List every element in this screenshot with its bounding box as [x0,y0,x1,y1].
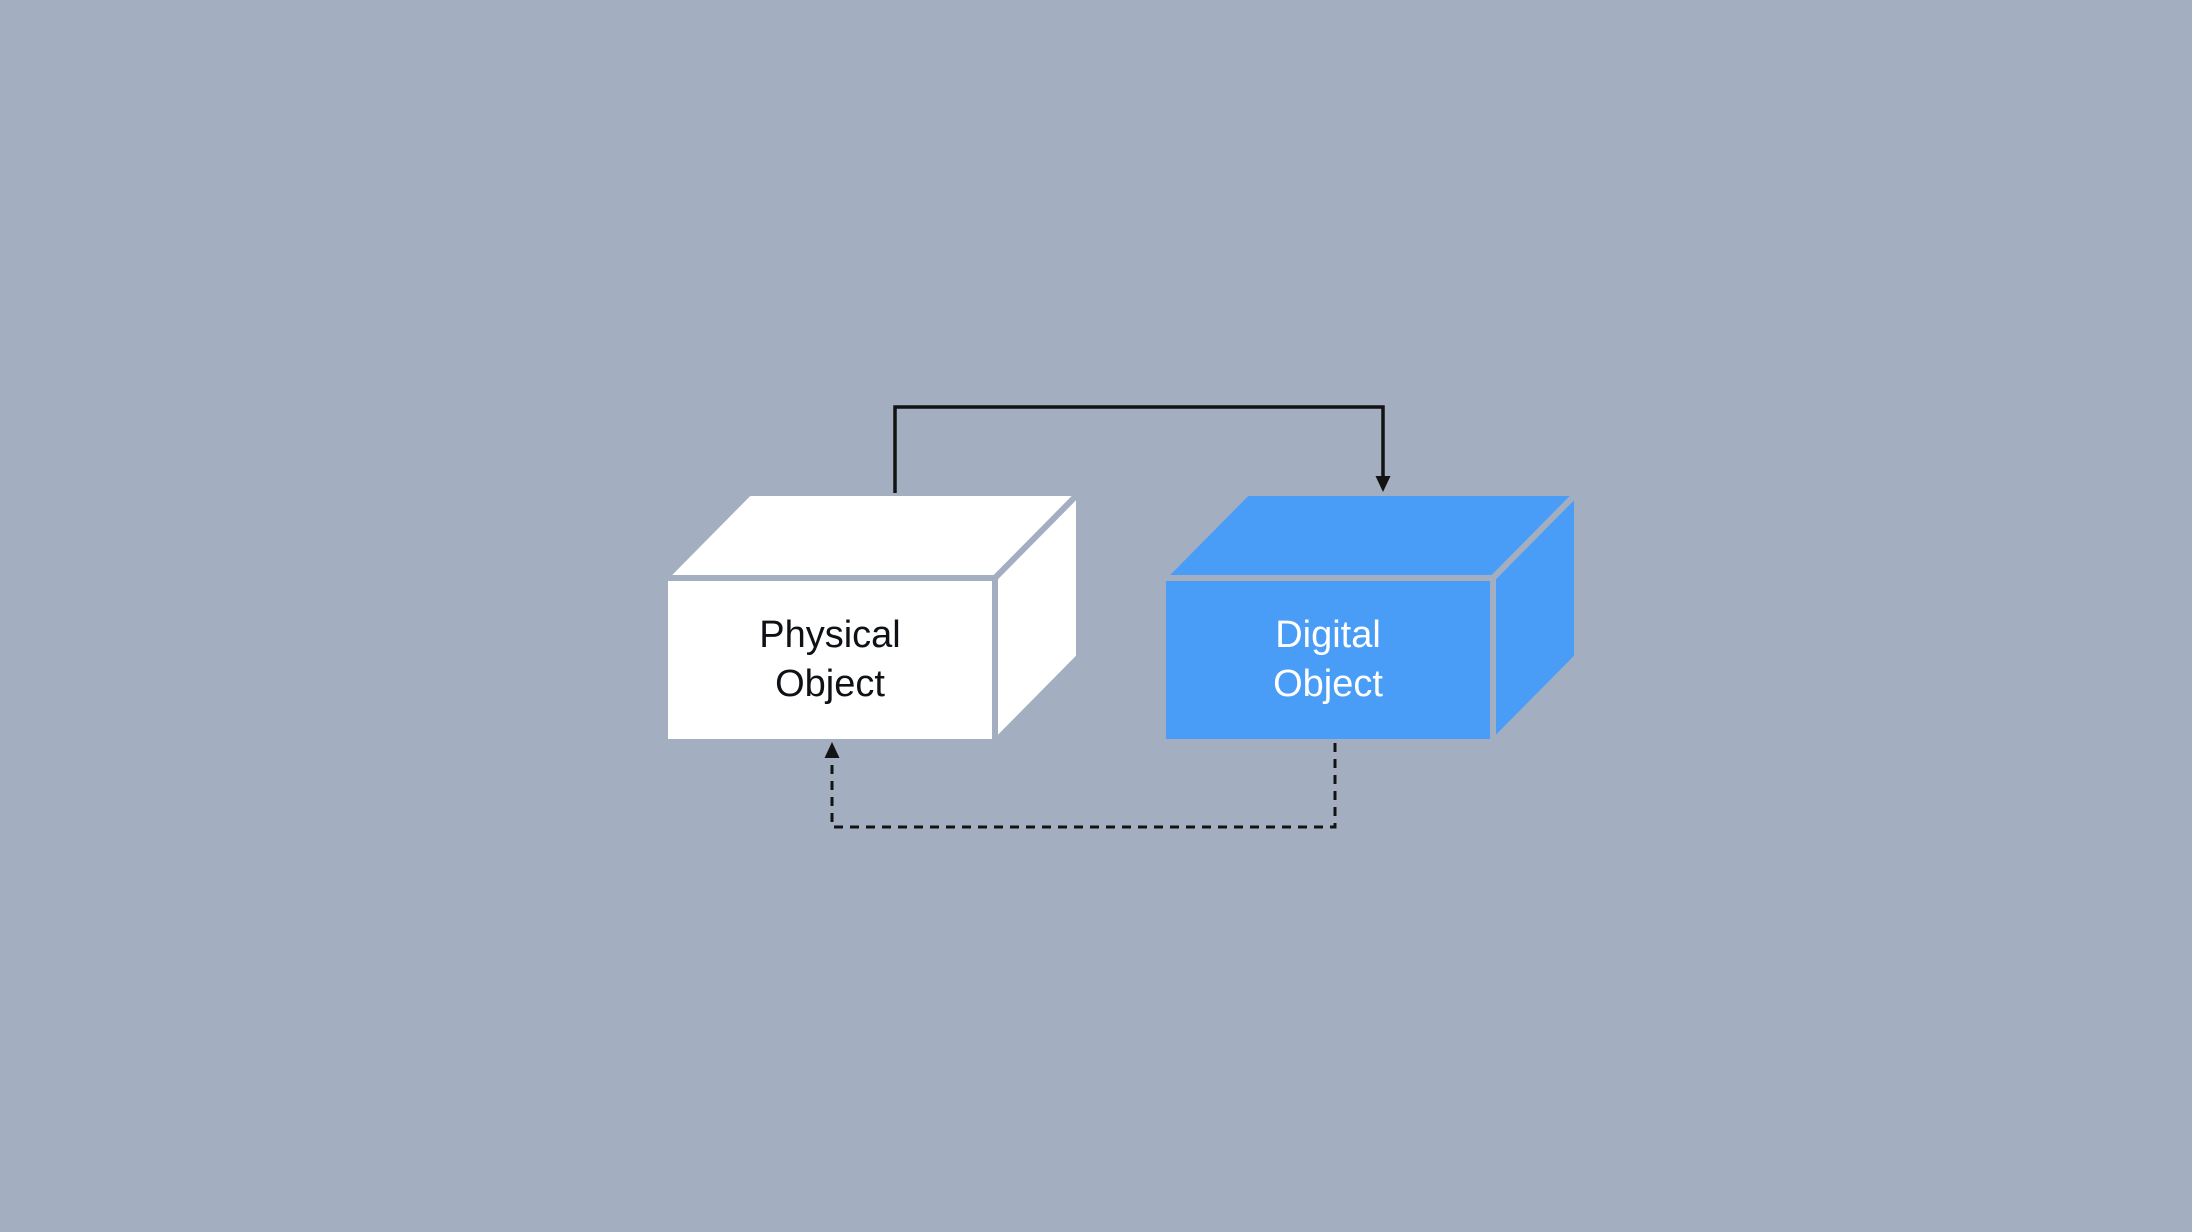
digital-object-label: Digital Object [1163,578,1493,742]
physical-box-front-face [662,575,998,745]
physical-object-box [657,485,1087,750]
physical-object-label-line-2: Object [775,663,885,705]
digital-object-box [1155,485,1585,750]
arrow-physical-to-digital-line [893,405,1385,493]
digital-object-label-line-1: Digital [1275,614,1381,656]
digital-object-label-line-2: Object [1273,663,1383,705]
digital-box-front-face [1160,575,1496,745]
arrow-physical-to-digital [893,405,1391,493]
arrowhead-down-icon [1375,476,1391,492]
arrow-digital-to-physical [824,742,1337,829]
physical-object-label: Physical Object [665,578,995,742]
arrowhead-up-icon [824,742,840,758]
physical-object-label-line-1: Physical [759,614,901,656]
arrow-digital-to-physical-line [830,743,1337,829]
